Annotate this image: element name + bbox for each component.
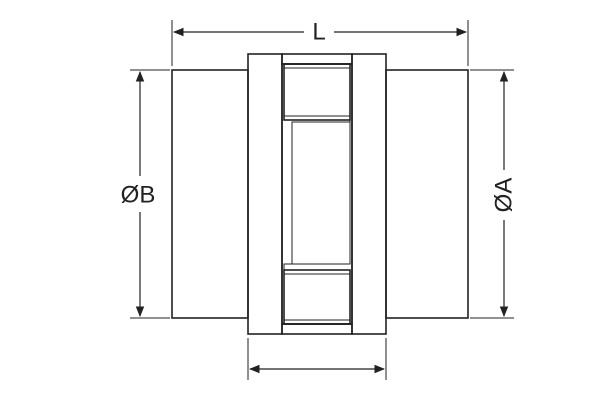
lower-insert (283, 263, 351, 325)
label-outer-diameter: ØA (491, 178, 518, 213)
inner-sleeve-right-wall (351, 53, 387, 335)
outer-body-left (171, 69, 249, 319)
dimension-bore-diameter (130, 69, 170, 319)
inner-sleeve-bottom-lip (281, 323, 353, 335)
middle-bore (291, 121, 351, 265)
outer-body-right (385, 69, 469, 319)
upper-insert (283, 63, 351, 123)
label-bore-diameter: ØB (121, 182, 156, 209)
inner-sleeve-left-wall (247, 53, 283, 335)
inner-sleeve-top-lip (281, 53, 353, 65)
dimension-length (171, 20, 469, 66)
dimension-sleeve-width (247, 338, 387, 380)
dimension-outer-diameter (470, 69, 514, 319)
label-length: L (312, 19, 325, 46)
